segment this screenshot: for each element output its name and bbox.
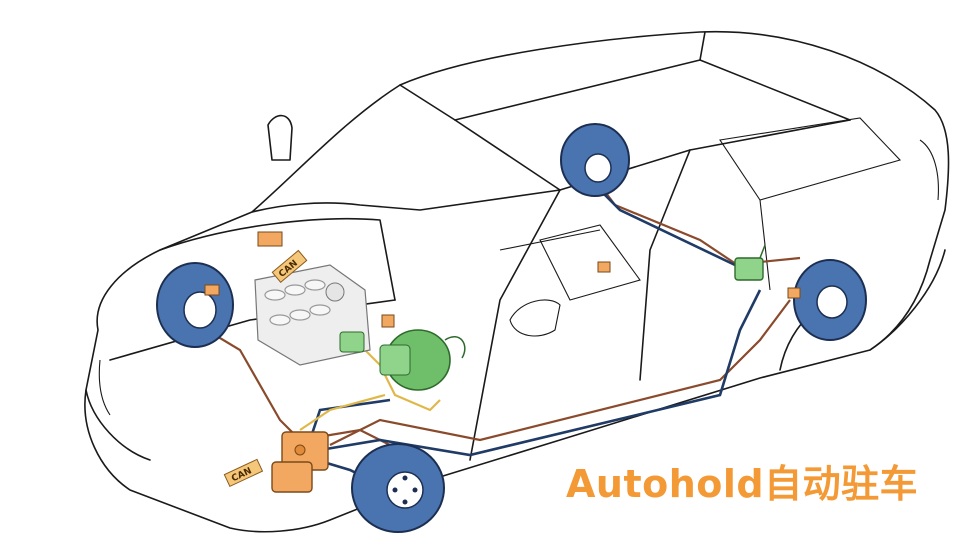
disc-brake-rear-right: [787, 259, 867, 341]
caption-title: Autohold自动驻车: [566, 462, 919, 506]
disc-brake-rear-left: [560, 123, 630, 197]
disc-brake-front-right: [351, 443, 445, 533]
disc-brake-front-left: [156, 262, 234, 348]
abs-hydraulic-unit: [271, 431, 329, 493]
can-tag-bottom: CAN: [223, 458, 264, 488]
control-module: [339, 331, 365, 353]
parking-brake-actuator: [734, 244, 766, 281]
sensor-parts: [257, 231, 611, 328]
brake-booster: [379, 329, 466, 391]
svg-text:CAN: CAN: [230, 466, 253, 484]
floor-outline: [499, 224, 641, 301]
